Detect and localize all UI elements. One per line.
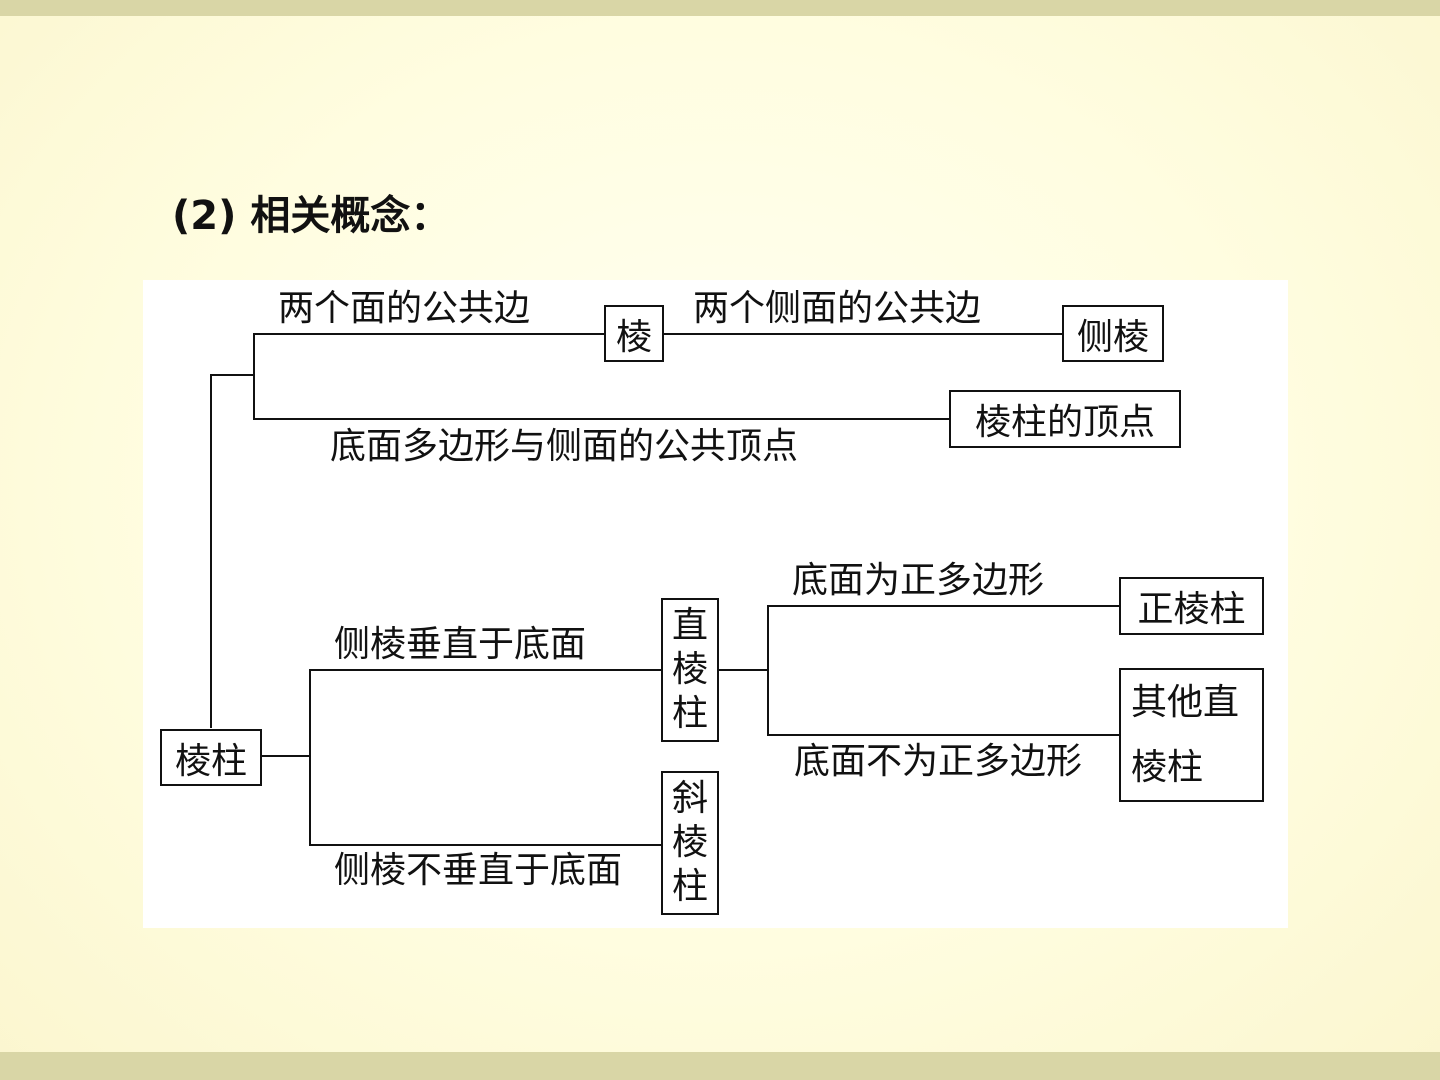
node-oblique-prism-char-1: 斜 [671, 778, 708, 819]
node-edge: 棱 [604, 305, 664, 362]
connector-to-edge [253, 333, 605, 335]
node-right-prism-char-2: 棱 [671, 649, 708, 690]
node-lateral-edge: 侧棱 [1062, 305, 1164, 362]
top-band [0, 0, 1440, 16]
node-right-prism: 直 棱 柱 [661, 598, 719, 742]
connector-to-prism-vertex [253, 418, 950, 420]
connector-lower-branch [309, 669, 311, 845]
connector-right-branch [767, 605, 769, 735]
node-right-prism-char-3: 柱 [671, 693, 708, 734]
node-prism-vertex: 棱柱的顶点 [949, 390, 1181, 448]
connector-prism-out [262, 755, 310, 757]
connector-right-prism-out [719, 669, 768, 671]
section-heading: (2) 相关概念： [172, 193, 451, 239]
node-other-right-prism-line-2: 棱柱 [1131, 746, 1204, 788]
node-oblique-prism-char-3: 柱 [671, 866, 708, 907]
connector-to-regular-prism [767, 605, 1120, 607]
bottom-band [0, 1052, 1440, 1080]
connector-to-lateral-edge [663, 333, 1063, 335]
connector-trunk-vertical [210, 374, 212, 728]
label-base-regular-polygon: 底面为正多边形 [792, 560, 1045, 601]
node-other-right-prism: 其他直 棱柱 [1119, 668, 1264, 802]
node-prism: 棱柱 [160, 729, 262, 786]
label-base-not-regular-polygon: 底面不为正多边形 [794, 741, 1083, 782]
label-lateral-edge-not-perpendicular: 侧棱不垂直于底面 [334, 850, 623, 891]
node-oblique-prism: 斜 棱 柱 [661, 771, 719, 915]
connector-upper-branch [253, 333, 255, 419]
label-lateral-edge-perpendicular: 侧棱垂直于底面 [334, 624, 587, 665]
label-two-faces-common-edge: 两个面的公共边 [278, 288, 531, 329]
connector-to-other-right-prism [767, 734, 1120, 736]
node-regular-prism: 正棱柱 [1119, 577, 1264, 635]
node-right-prism-char-1: 直 [671, 605, 708, 646]
connector-to-right-prism [309, 669, 662, 671]
node-oblique-prism-char-2: 棱 [671, 822, 708, 863]
connector-to-oblique-prism [309, 844, 662, 846]
connector-trunk-top [210, 374, 254, 376]
label-two-lateral-faces-common-edge: 两个侧面的公共边 [693, 288, 982, 329]
node-other-right-prism-line-1: 其他直 [1131, 681, 1240, 723]
label-base-lateral-common-vertex: 底面多边形与侧面的公共顶点 [330, 426, 799, 467]
